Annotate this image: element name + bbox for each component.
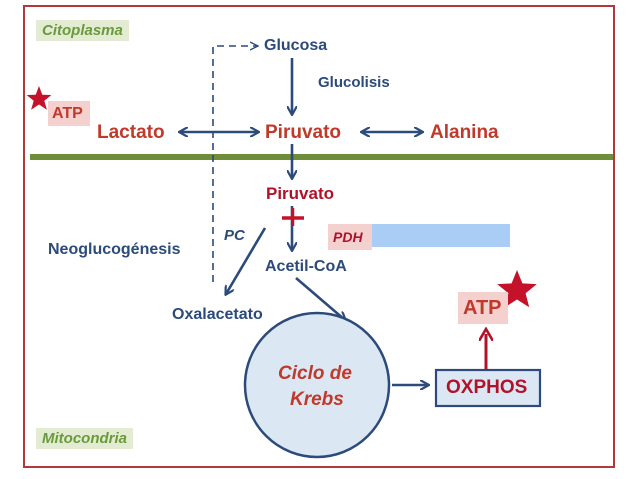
piruvato-cyto-label: Piruvato (265, 122, 342, 143)
pdh-label: PDH (333, 229, 363, 245)
alanina-label: Alanina (430, 122, 499, 143)
citoplasma-tag: Citoplasma (36, 20, 129, 41)
pc-arrow (226, 227, 267, 294)
atp-right-box (458, 292, 508, 324)
krebs-cycle-circle (243, 311, 391, 459)
pdh-bar (370, 224, 510, 247)
star-icon-right (497, 270, 537, 308)
oxphos-box (434, 368, 542, 408)
neoglucogenesis-dashed-arrow (212, 46, 258, 282)
krebs-line2-label: Krebs (290, 389, 344, 410)
oxalacetato-label: Oxalacetato (172, 306, 263, 323)
atp-left-box (48, 101, 90, 126)
neoglucogenesis-label: Neoglucogénesis (48, 241, 181, 258)
cell-frame (23, 5, 615, 468)
lactato-label: Lactato (97, 122, 165, 143)
oxphos-label: OXPHOS (446, 377, 528, 398)
mitochondrial-membrane (30, 154, 613, 160)
krebs-line1-label: Ciclo de (278, 363, 352, 384)
pdh-box (328, 224, 372, 250)
acetil-coa-label: Acetil-CoA (265, 258, 347, 275)
glucosa-label: Glucosa (264, 37, 328, 54)
acetilcoa-krebs-arrow (295, 277, 345, 320)
star-icon-left (26, 86, 52, 110)
atp-left-label: ATP (52, 105, 83, 122)
glucolisis-label: Glucolisis (318, 74, 390, 91)
atp-right-label: ATP (463, 297, 502, 319)
mitocondria-tag: Mitocondria (36, 428, 133, 449)
piruvato-mito-label: Piruvato (266, 184, 335, 203)
pc-label: PC (224, 227, 245, 244)
